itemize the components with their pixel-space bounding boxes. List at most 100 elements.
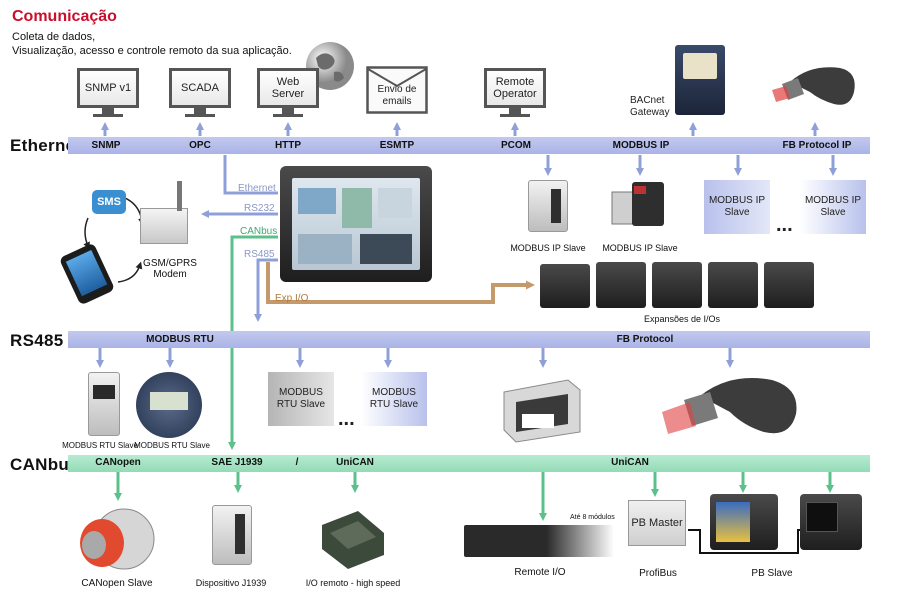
canopen-encoder-icon <box>80 508 155 570</box>
modbus-ip-slave-device <box>528 180 568 232</box>
hmi-widget <box>342 188 372 228</box>
barcode-scanner-icon <box>772 67 855 105</box>
iface-rs485: RS485 <box>244 249 275 260</box>
device-terminal <box>551 189 561 223</box>
io-module-icon <box>322 511 384 569</box>
meter-display <box>93 385 115 399</box>
iface-exp-io: Exp I/O <box>275 293 309 304</box>
monitor-stand <box>509 108 521 114</box>
canbus-bus <box>68 455 870 472</box>
flow-meter-device <box>136 372 202 438</box>
antenna-icon <box>177 181 182 211</box>
ate8-caption: Até 8 módulos <box>570 514 615 521</box>
device-terminal <box>235 514 245 554</box>
remote-io-modules <box>464 525 614 557</box>
sms-bubble: SMS <box>92 190 126 214</box>
canbus-arrows <box>114 235 834 521</box>
rs485-arrows <box>96 348 734 368</box>
profibus-caption: ProfiBus <box>639 568 677 579</box>
hmi-panel <box>280 166 432 282</box>
modbus-ip-ellipsis: ... <box>776 214 793 236</box>
monitor-snmp: SNMP v1 <box>77 68 139 117</box>
protocol-snmp: SNMP <box>91 140 121 151</box>
flow-meter-display <box>150 392 188 410</box>
modbus-ip-slave-caption-1: MODBUS IP Slave <box>510 243 586 253</box>
pb-master-box: PB Master <box>628 500 686 546</box>
hmi-widget <box>378 188 412 218</box>
bacnet-gateway-device <box>675 45 725 115</box>
modbus-ip-slave-caption-2: MODBUS IP Slave <box>602 243 678 253</box>
barcode-scanner-icon <box>662 378 797 434</box>
protocol-canopen: CANopen <box>95 457 141 468</box>
expansion-module <box>652 262 702 308</box>
hmi-screen <box>806 502 838 532</box>
envelope-icon <box>366 66 428 114</box>
protocol-sae-j1939: SAE J1939 <box>211 457 263 468</box>
j1939-device <box>212 505 252 565</box>
hmi-screen <box>716 502 750 542</box>
ethernet-bus <box>68 137 870 154</box>
exp-io-arrow <box>266 262 535 304</box>
remote-io-caption: Remote I/O <box>514 567 566 578</box>
monitor-stand <box>102 108 114 114</box>
monitor-screen: Remote Operator <box>484 68 546 108</box>
ethernet-arrows <box>101 122 837 322</box>
hmi-screen <box>292 178 420 270</box>
j1939-caption: Dispositivo J1939 <box>195 578 267 588</box>
modbus-ip-slave-box-2: MODBUS IP Slave <box>800 180 866 234</box>
monitor-base <box>273 114 303 117</box>
monitor-screen: SCADA <box>169 68 231 108</box>
protocol-opc: OPC <box>189 140 211 151</box>
monitor-base <box>93 114 123 117</box>
protocol-modbus-rtu: MODBUS RTU <box>146 334 214 345</box>
subtitle-line-2: Visualização, acesso e controle remoto d… <box>12 45 292 57</box>
monitor-web-server: Web Server <box>257 68 319 117</box>
modem-icon <box>140 181 188 244</box>
io-remote-caption: I/O remoto - high speed <box>305 578 401 588</box>
monitor-stand <box>282 108 294 114</box>
expansion-module <box>764 262 814 308</box>
modem-caption: GSM/GPRS Modem <box>143 258 197 280</box>
email-envelope: Envio de emails <box>366 66 428 114</box>
monitor-stand <box>194 108 206 114</box>
monitor-screen: Web Server <box>257 68 319 108</box>
expansions-caption: Expansões de I/Os <box>643 314 721 324</box>
protocol-fb-protocol-ip: FB Protocol IP <box>782 140 852 151</box>
monitor-base <box>500 114 530 117</box>
rtu-slave-box-2: MODBUS RTU Slave <box>361 372 427 426</box>
rtu-slave-caption-2: MODBUS RTU Slave <box>134 441 210 450</box>
servo-motor-icon <box>611 182 664 226</box>
protocol-fb-protocol: FB Protocol <box>616 334 674 345</box>
monitor-scada: SCADA <box>169 68 231 117</box>
pb-slave-caption: PB Slave <box>751 568 793 579</box>
rs485-bus <box>68 331 870 348</box>
page-title: Comunicação <box>12 8 117 25</box>
protocol-unican-1: UniCAN <box>336 457 374 468</box>
device-label-plate <box>683 53 717 79</box>
rtu-ellipsis: ... <box>338 408 355 430</box>
pb-slave-hmi-1 <box>710 494 778 550</box>
modbus-ip-slave-box-1: MODBUS IP Slave <box>704 180 770 234</box>
expansion-adapter <box>540 264 590 308</box>
protocol-esmtp: ESMTP <box>379 140 415 151</box>
hmi-widget <box>360 234 412 264</box>
protocol-separator: / <box>295 457 299 468</box>
pb-slave-hmi-2 <box>800 494 862 550</box>
iface-ethernet: Ethernet <box>238 183 276 194</box>
hmi-widget <box>298 188 336 214</box>
envelope-label: Envio de emails <box>377 84 417 107</box>
protocol-http: HTTP <box>274 140 302 151</box>
rs485-bus-label: RS485 <box>10 331 64 350</box>
rtu-slave-caption-1: MODBUS RTU Slave <box>62 441 138 450</box>
iface-rs232: RS232 <box>244 203 275 214</box>
canbus-bus-label: CANbus <box>10 455 79 474</box>
monitor-remote-operator: Remote Operator <box>484 68 546 117</box>
protocol-unican-2: UniCAN <box>611 457 649 468</box>
subtitle-line-1: Coleta de dados, <box>12 31 96 43</box>
label-printer-icon <box>503 379 581 443</box>
page-subtitle: Coleta de dados, Visualização, acesso e … <box>12 30 332 58</box>
ethernet-bus-label: Ethernet <box>10 136 82 155</box>
expansion-module <box>596 262 646 308</box>
rtu-slave-box-1: MODBUS RTU Slave <box>268 372 334 426</box>
